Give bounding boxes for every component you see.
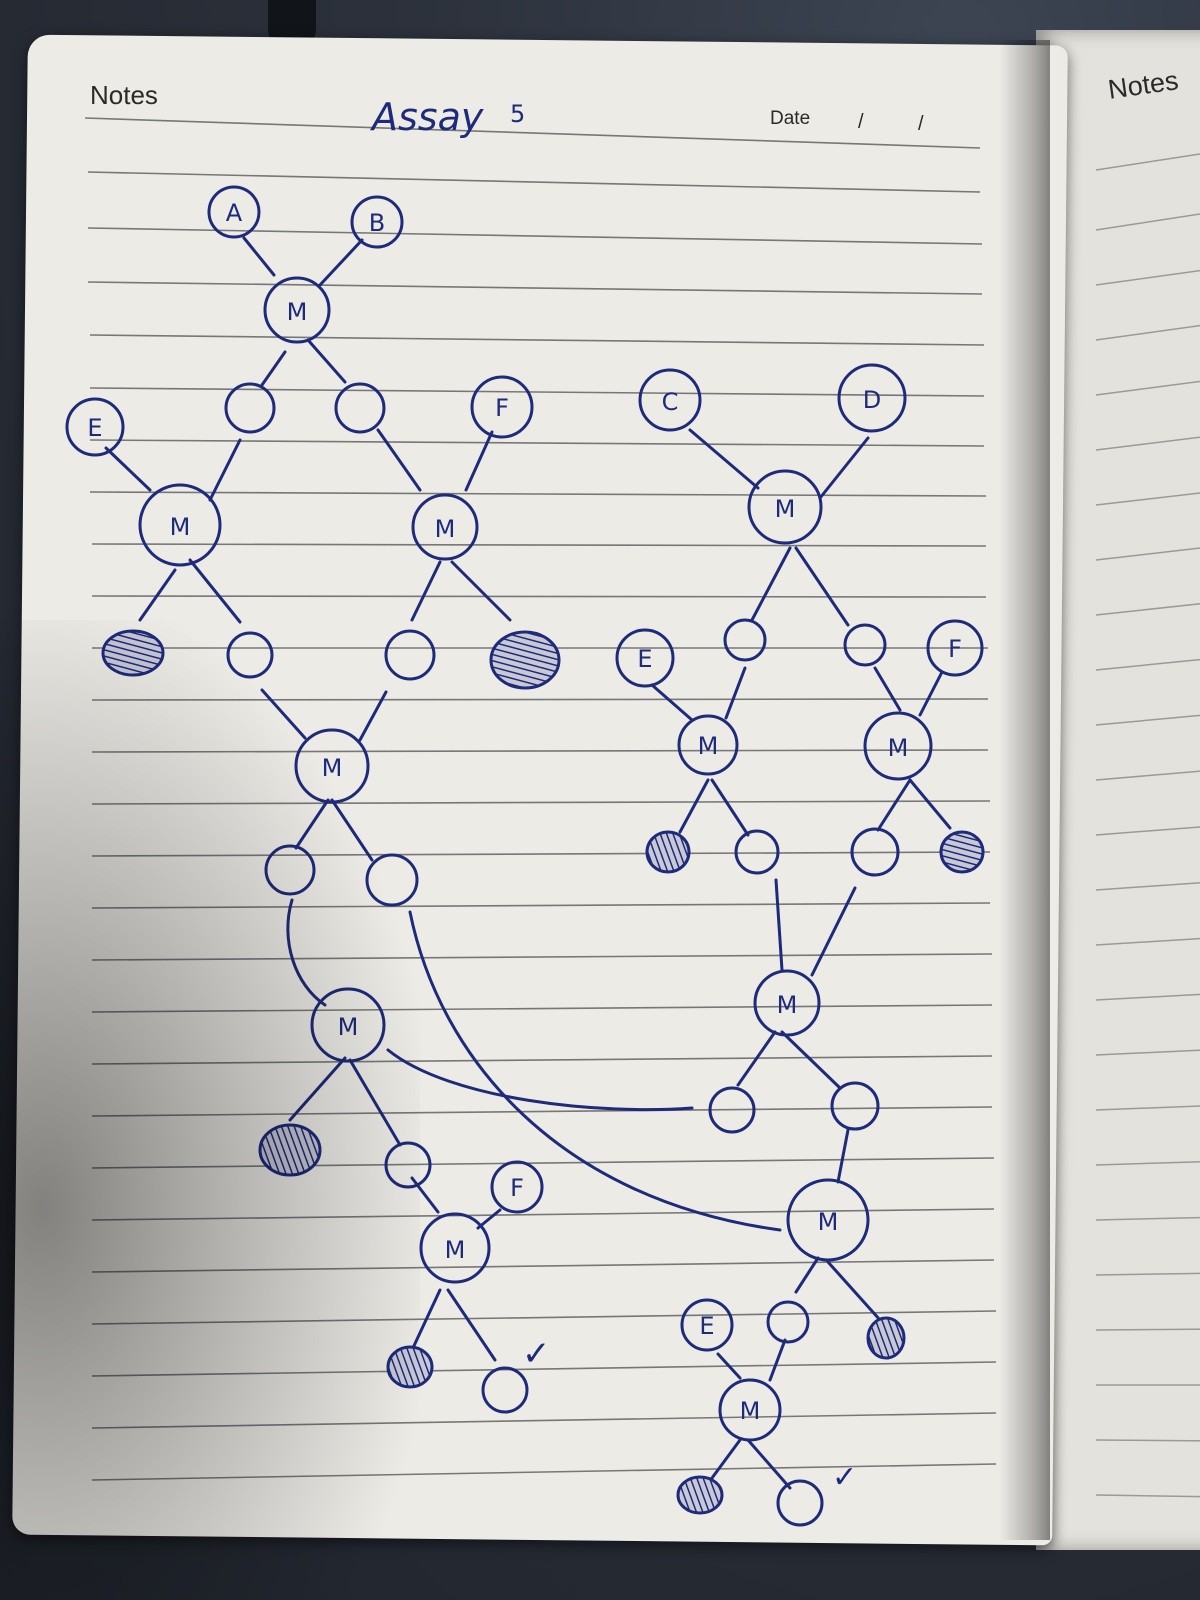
label-b: B [369, 209, 385, 237]
node-m-6 [419, 1212, 491, 1284]
node-d [837, 363, 907, 433]
label-e-2: E [637, 645, 652, 673]
node-empty-8 [481, 1366, 529, 1414]
label-m-10: M [777, 991, 798, 1019]
label-f-1: F [495, 394, 509, 422]
node-empty-1 [224, 382, 276, 434]
check-mark-1: ✓ [522, 1334, 551, 1374]
check-mark-2: ✓ [832, 1460, 857, 1495]
node-m-10 [753, 969, 821, 1037]
date-label: Date [770, 108, 811, 129]
label-m-4: M [322, 754, 343, 782]
node-e-2 [615, 628, 675, 688]
hatched-node-4 [386, 1345, 434, 1389]
node-empty-13 [708, 1086, 756, 1134]
date-slash-2: / [918, 113, 924, 135]
node-m-9 [863, 711, 933, 781]
label-m-2: M [170, 513, 191, 541]
node-empty-16 [776, 1479, 824, 1527]
node-empty-3 [226, 631, 274, 679]
hatched-node-3 [258, 1123, 322, 1177]
node-empty-12 [850, 827, 900, 877]
label-m-9: M [888, 734, 909, 762]
node-m-5 [310, 987, 386, 1063]
node-empty-5 [264, 844, 316, 896]
node-e-1 [65, 397, 125, 457]
node-empty-9 [723, 618, 767, 662]
node-empty-11 [734, 829, 780, 875]
node-e-3 [680, 1298, 734, 1352]
label-d: D [863, 386, 881, 414]
notes-header-left: Notes [90, 80, 158, 110]
node-empty-4 [384, 629, 436, 681]
page-title-number: 5 [510, 100, 525, 128]
diagram-edges [104, 236, 952, 1490]
node-m-8 [677, 714, 739, 776]
node-m-4 [294, 728, 370, 804]
ruled-lines [84, 117, 997, 1481]
node-f-1 [470, 375, 534, 439]
hatched-nodes [101, 629, 985, 1515]
label-m-8: M [698, 732, 719, 760]
hatched-node-8 [676, 1475, 724, 1515]
node-f-3 [926, 619, 984, 677]
node-b [350, 195, 404, 249]
diagram-nodes [65, 185, 984, 1527]
node-m-3 [411, 493, 479, 561]
label-m-7: M [775, 495, 796, 523]
label-m-5: M [338, 1013, 359, 1041]
label-m-1: M [287, 298, 308, 326]
node-empty-14 [830, 1081, 880, 1131]
page-title: Assay [369, 95, 484, 139]
node-empty-2 [334, 382, 386, 434]
hatched-node-6 [939, 830, 985, 874]
hatched-node-1 [101, 629, 165, 677]
node-a [207, 185, 261, 239]
label-m-3: M [435, 515, 456, 543]
hatched-node-7 [866, 1316, 906, 1360]
label-e-1: E [87, 414, 102, 442]
node-empty-7 [384, 1141, 432, 1189]
node-empty-10 [843, 623, 887, 667]
hatched-node-5 [645, 830, 691, 874]
node-label-group: A B M E F M M M M F M C D M E F M M M M … [87, 199, 961, 1425]
label-f-2: F [510, 1174, 524, 1202]
node-empty-6 [365, 853, 419, 907]
node-c [638, 368, 702, 432]
node-m-2 [138, 483, 222, 567]
hatched-node-2 [489, 630, 561, 690]
node-m-12 [718, 1378, 782, 1442]
node-f-2 [490, 1160, 544, 1214]
label-a: A [226, 199, 243, 227]
label-f-3: F [948, 635, 962, 663]
node-m-7 [747, 469, 823, 545]
node-m-1 [263, 276, 331, 344]
node-m-11 [786, 1178, 870, 1262]
node-empty-15 [766, 1300, 810, 1344]
label-c: C [662, 388, 679, 416]
label-m-6: M [445, 1236, 466, 1264]
label-e-3: E [699, 1312, 714, 1340]
right-page-rules [1095, 153, 1200, 1498]
date-slash-1: / [858, 111, 864, 133]
label-m-11: M [818, 1208, 839, 1236]
label-m-12: M [740, 1397, 761, 1425]
